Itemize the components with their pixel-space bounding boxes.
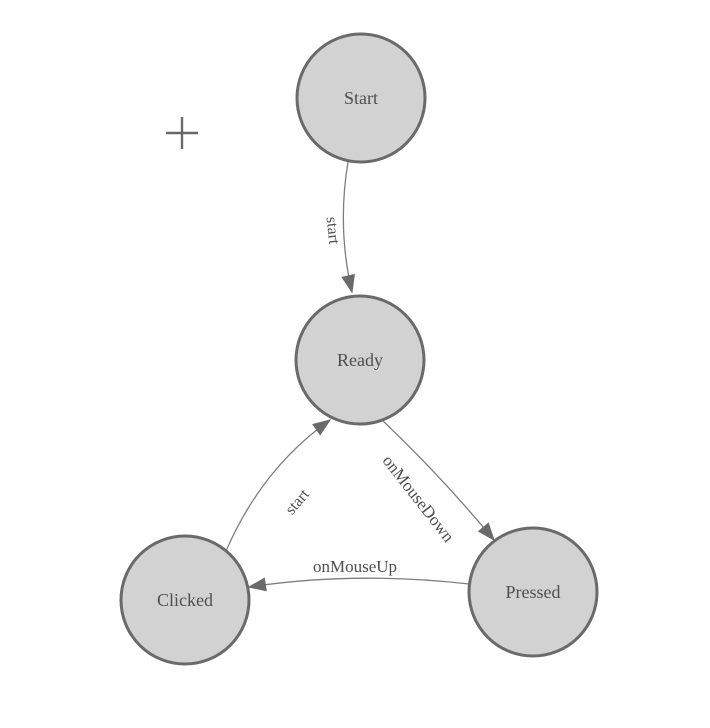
edge-pressed-to-clicked[interactable] <box>247 577 470 592</box>
edge-label-ready-to-pressed: onMouseDown <box>379 451 459 546</box>
state-label-clicked: Clicked <box>157 590 213 610</box>
edge-label-clicked-to-ready: start <box>282 486 313 518</box>
edge-ready-to-pressed[interactable] <box>380 418 495 542</box>
edge-label-pressed-to-clicked: onMouseUp <box>313 557 397 576</box>
state-node-ready[interactable]: Ready <box>294 294 426 426</box>
edge-label-start-to-ready: start <box>323 216 343 246</box>
edge-start-to-ready[interactable] <box>341 161 355 294</box>
state-label-start: Start <box>344 88 378 108</box>
state-circle-ready[interactable] <box>294 294 426 426</box>
state-node-pressed[interactable]: Pressed <box>467 526 599 658</box>
edge-group <box>225 161 495 592</box>
state-circle-pressed[interactable] <box>467 526 599 658</box>
plus-crosshair-icon <box>166 117 198 149</box>
state-node-start[interactable]: Start <box>295 32 427 164</box>
state-node-clicked[interactable]: Clicked <box>119 534 251 666</box>
state-label-ready: Ready <box>337 350 383 370</box>
node-group: Start Ready Clicked Pressed <box>119 32 599 666</box>
state-circle-clicked[interactable] <box>119 534 251 666</box>
state-circle-start[interactable] <box>295 32 427 164</box>
state-label-pressed: Pressed <box>506 582 561 602</box>
edge-clicked-to-ready[interactable] <box>225 419 332 552</box>
